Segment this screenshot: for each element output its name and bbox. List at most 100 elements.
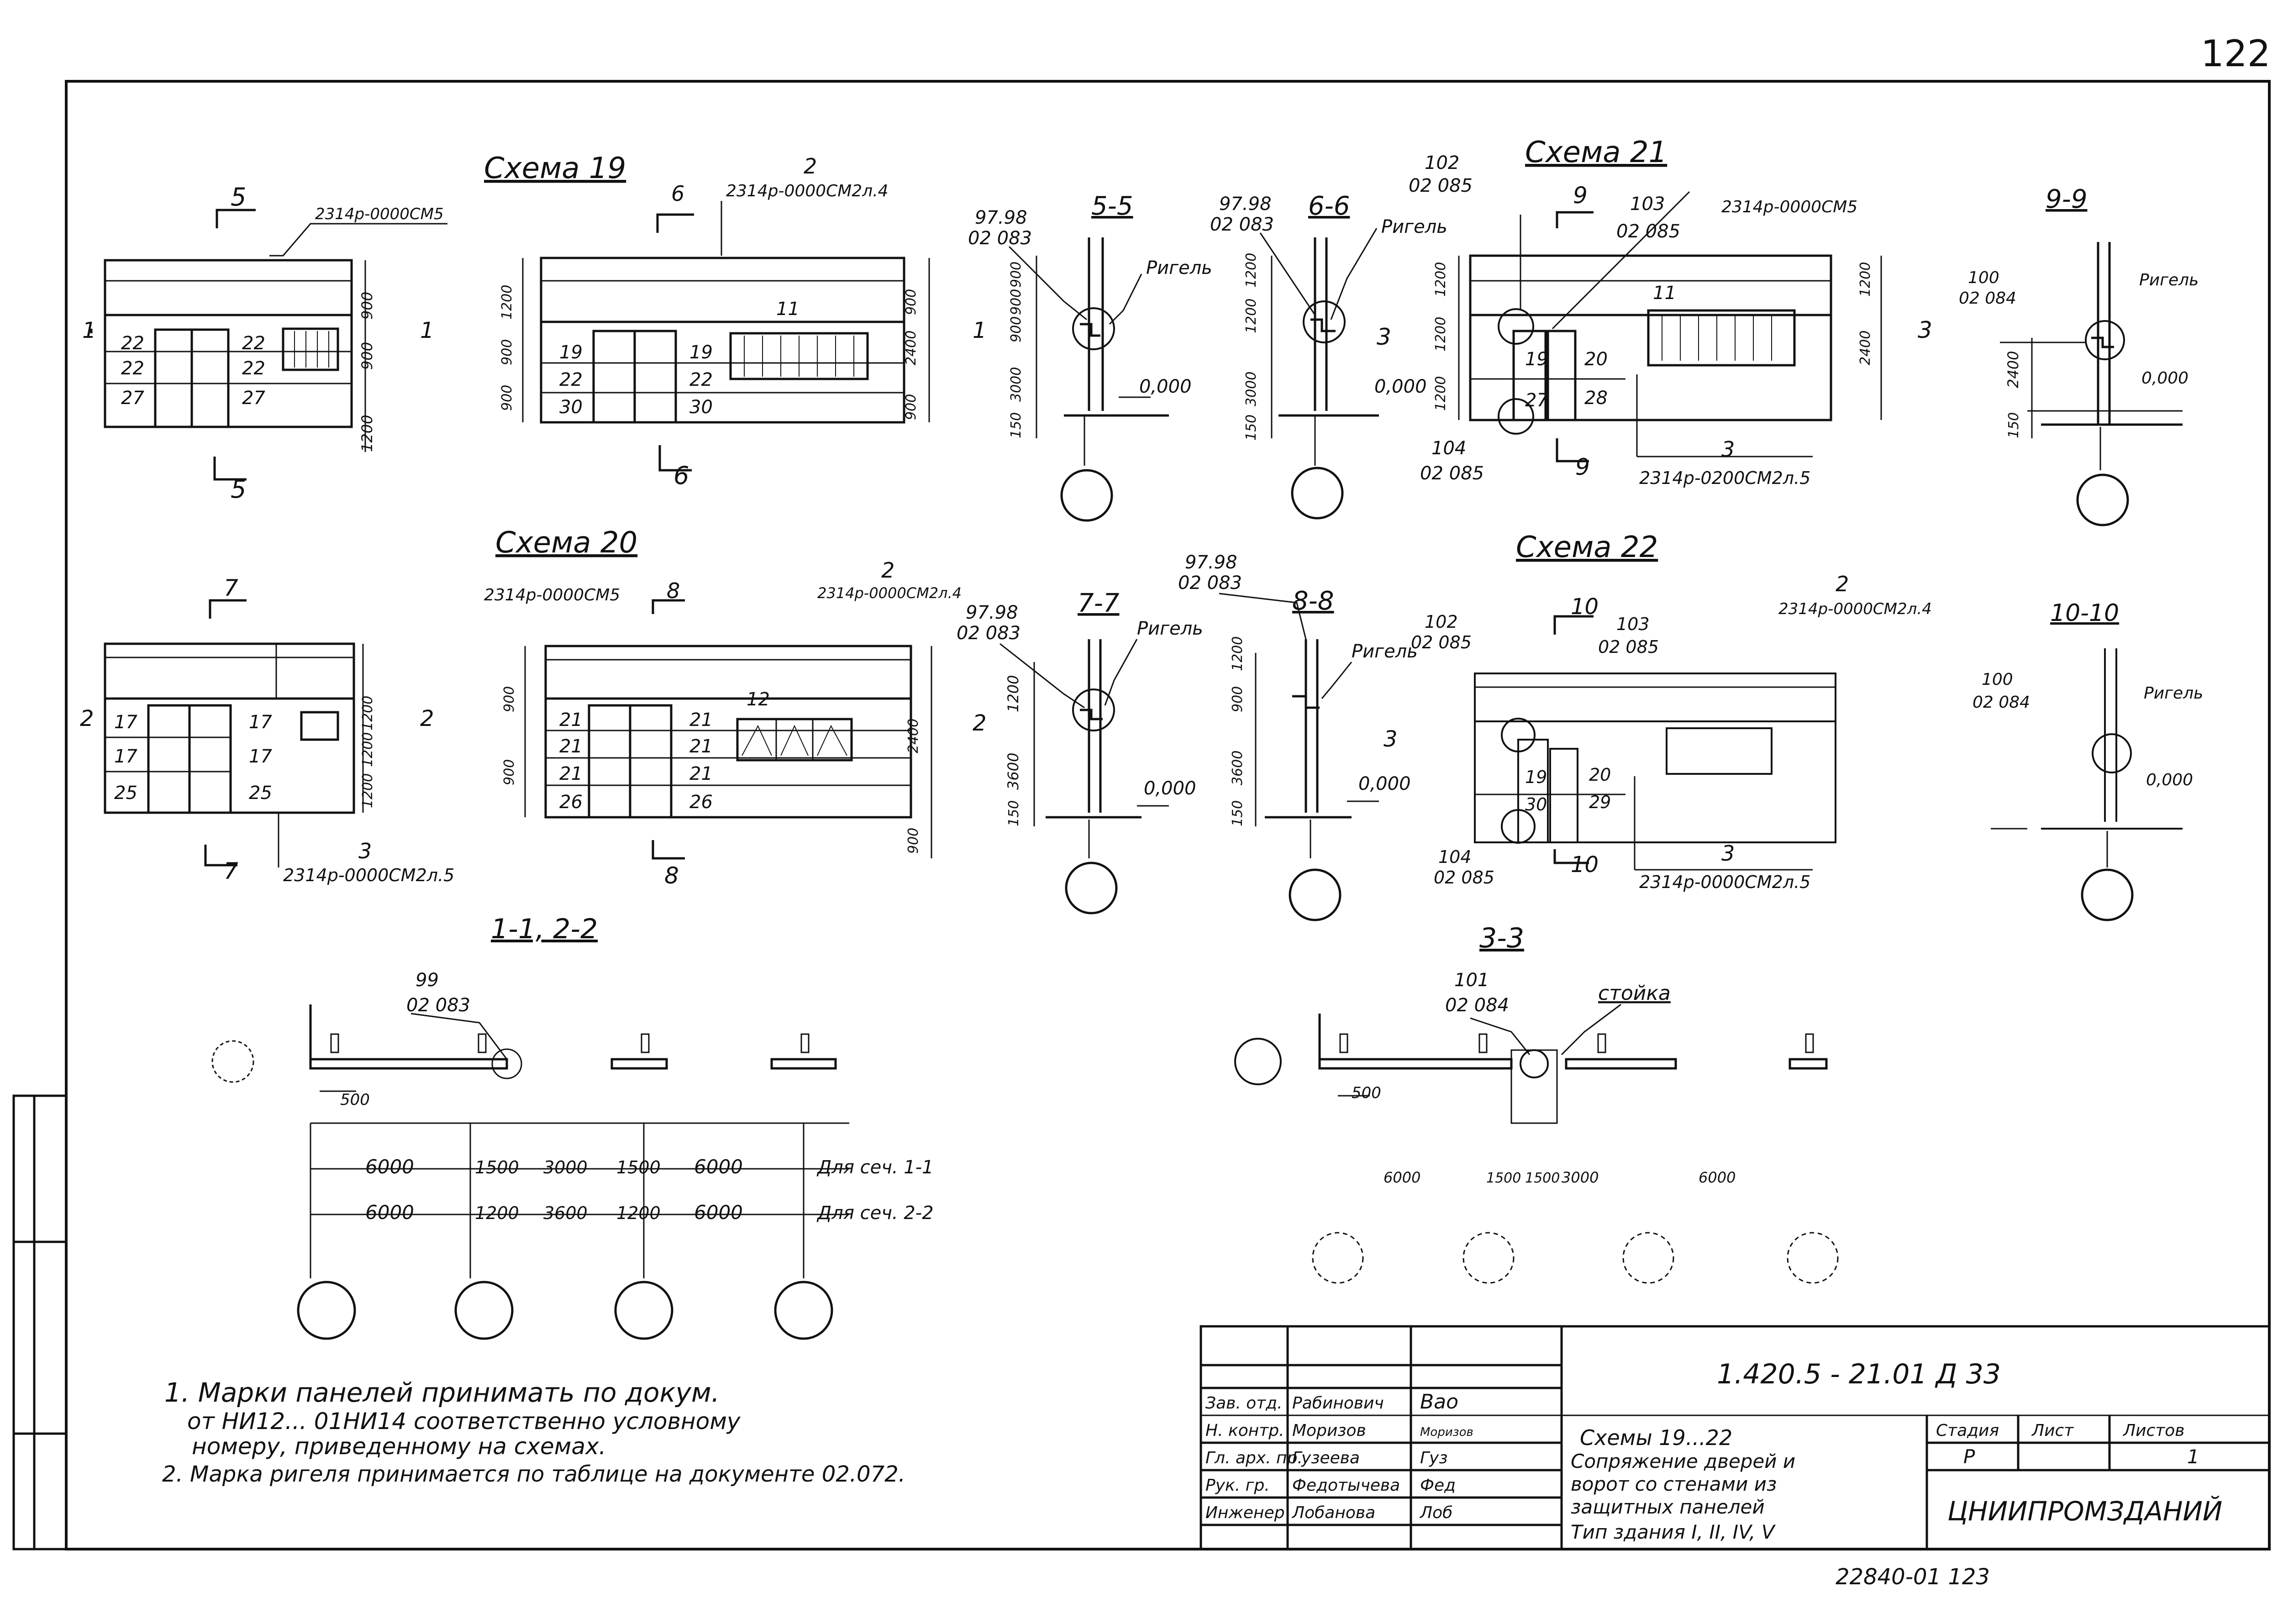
tb-org: ЦНИИПРОМЗДАНИЙ bbox=[1947, 1495, 2222, 1527]
s21-sec-line-bot bbox=[1556, 438, 1589, 462]
section-8-8: 8-8 97.98 02 083 Ригель 0,000 1200 900 3… bbox=[1178, 552, 1418, 921]
p3-doc: 02 084 bbox=[1445, 995, 1509, 1016]
scheme-20: Схема 20 7 17 17 25 17 17 25 1200 1200 1… bbox=[80, 526, 987, 889]
s55-dim-3: 3000 bbox=[1008, 367, 1024, 402]
p1-walls bbox=[211, 1004, 849, 1278]
tb-name-4: Лобанова bbox=[1291, 1503, 1375, 1522]
s21-dim-3: 2400 bbox=[1857, 331, 1873, 365]
s19-cut-mid: 1 bbox=[420, 318, 434, 343]
p3-axis-1 bbox=[1312, 1232, 1364, 1284]
s99-axis-bubble bbox=[2076, 473, 2129, 526]
s19-dim-a: 900 bbox=[358, 292, 376, 320]
s22-cell-1: 30 bbox=[1525, 794, 1547, 815]
p3-row-0: 6000 bbox=[1383, 1169, 1420, 1186]
s20-section-line-top bbox=[209, 599, 247, 619]
s21-102-doc: 02 085 bbox=[1409, 175, 1473, 196]
s19-panel-11: 11 bbox=[776, 299, 800, 320]
s21-103: 103 bbox=[1630, 194, 1665, 215]
s20-dim-b: 1200 bbox=[360, 732, 376, 767]
s20-cell-r2: 17 bbox=[249, 746, 272, 767]
scheme-21: Схема 21 102 02 085 103 02 085 2314р-000… bbox=[1377, 136, 1932, 488]
s19-mark1: 2314р-0000СМ5 bbox=[315, 205, 444, 223]
s19-cell-r3: 27 bbox=[242, 388, 265, 409]
s21-cut3-left: 3 bbox=[1377, 324, 1391, 350]
s66-level: 0,000 bbox=[1374, 376, 1427, 397]
p1-doc: 02 083 bbox=[406, 995, 470, 1016]
s1010-title: 10-10 bbox=[2050, 599, 2119, 627]
s22-cut3: 3 bbox=[1383, 726, 1398, 752]
s20-section-line-mid bbox=[652, 599, 685, 614]
s21-102: 102 bbox=[1425, 152, 1459, 173]
s19-dim-h: 900 bbox=[903, 289, 919, 315]
s21-103-doc: 02 085 bbox=[1616, 221, 1680, 242]
s19-cell-r2: 22 bbox=[242, 358, 265, 379]
s21-cell-2: 20 bbox=[1584, 349, 1608, 370]
s20b-cell-r2: 21 bbox=[689, 736, 713, 757]
s99-dim-1: 150 bbox=[2006, 412, 2022, 438]
s21-mark3-num: 3 bbox=[1721, 437, 1735, 462]
page-number: 122 bbox=[2201, 32, 2271, 75]
s20-mark3: 2314р-0000СМ2л.5 bbox=[283, 865, 454, 885]
tb-name-0: Рабинович bbox=[1292, 1394, 1384, 1413]
s22-cell-0: 19 bbox=[1525, 767, 1547, 787]
p3-row-2: 1500 bbox=[1525, 1170, 1560, 1186]
tb-sign-2: Гуз bbox=[1420, 1449, 1448, 1467]
p3-axis-4 bbox=[1787, 1232, 1839, 1284]
s88-level: 0,000 bbox=[1358, 773, 1411, 794]
s21-cell-1: 27 bbox=[1525, 390, 1548, 411]
s20-dim-g: 900 bbox=[905, 828, 921, 854]
s55-dim-4: 150 bbox=[1008, 412, 1024, 438]
s1010-wall bbox=[1991, 648, 2183, 867]
s19-dim-c: 1200 bbox=[358, 415, 376, 452]
s19-section-line-bot bbox=[213, 457, 247, 481]
s77-mark: 97.98 bbox=[966, 602, 1018, 623]
s21-sec: 9 bbox=[1573, 182, 1588, 209]
s1010-level: 0,000 bbox=[2146, 771, 2193, 789]
s20-cell-l1: 17 bbox=[114, 712, 137, 733]
tb-desc-3: защитных панелей bbox=[1571, 1496, 1765, 1518]
note-2: 2. Марка ригеля принимается по таблице н… bbox=[162, 1461, 905, 1487]
s22-mark3: 2314р-0000СМ2л.5 bbox=[1639, 872, 1810, 892]
s21-dim-2: 1200 bbox=[1433, 376, 1449, 411]
s99-rigel: Ригель bbox=[2139, 271, 2199, 289]
scheme-21-title: Схема 21 bbox=[1525, 136, 1667, 169]
s21-sec-bot: 9 bbox=[1575, 454, 1590, 480]
s66-wall bbox=[1259, 228, 1379, 466]
s21-mark3: 2314р-0200СМ2л.5 bbox=[1639, 468, 1810, 488]
s66-dim-0: 1200 bbox=[1243, 253, 1259, 288]
p1-row1-4: 6000 bbox=[694, 1156, 743, 1178]
s22-104-doc: 02 085 bbox=[1434, 867, 1494, 888]
scheme-20-title: Схема 20 bbox=[495, 526, 637, 560]
p3-stoyka: стойка bbox=[1598, 982, 1671, 1005]
s20-mark3-num: 3 bbox=[358, 839, 372, 863]
s55-mark: 97.98 bbox=[975, 207, 1027, 228]
s22-104: 104 bbox=[1438, 847, 1472, 867]
s20-cut-left: 2 bbox=[80, 706, 94, 731]
p3-mark: 101 bbox=[1454, 970, 1489, 991]
s20-section-mark-bot: 7 bbox=[224, 858, 238, 884]
s20b-cell-r1: 21 bbox=[689, 710, 713, 731]
s19b-cell-r1: 19 bbox=[689, 342, 713, 363]
p3-title: 3-3 bbox=[1479, 922, 1524, 954]
plan-3-3: 3-3 101 02 084 стойка 500 6000 1500 1500… bbox=[1234, 922, 1839, 1284]
s21-dim-4: 1200 bbox=[1857, 262, 1873, 297]
s55-dim-2: 900 bbox=[1008, 316, 1024, 342]
s77-title: 7-7 bbox=[1078, 589, 1120, 618]
s20b-cell-r4: 26 bbox=[689, 792, 713, 813]
s20-section-line-mid-bot bbox=[652, 840, 685, 860]
p3-row-1: 1500 bbox=[1486, 1170, 1521, 1186]
p1-axis-1 bbox=[297, 1281, 356, 1340]
p3-offset: 500 bbox=[1352, 1084, 1381, 1102]
s55-title: 5-5 bbox=[1091, 191, 1133, 221]
s21-104-doc: 02 085 bbox=[1420, 463, 1484, 484]
s22-mark2: 2314р-0000СМ2л.4 bbox=[1778, 600, 1932, 618]
s55-level: 0,000 bbox=[1139, 376, 1192, 397]
note-1-cont-b: номеру, приведенному на схемах. bbox=[192, 1433, 606, 1460]
p1-axis-4 bbox=[774, 1281, 833, 1340]
s19-section-mark-mid: 6 bbox=[671, 181, 684, 206]
p1-axis-3 bbox=[614, 1281, 673, 1340]
tb-sign-0: Вао bbox=[1420, 1390, 1458, 1414]
s99-level: 0,000 bbox=[2141, 369, 2188, 388]
s99-doc: 02 084 bbox=[1959, 289, 2016, 308]
scheme-19-elevation-b bbox=[540, 257, 905, 424]
